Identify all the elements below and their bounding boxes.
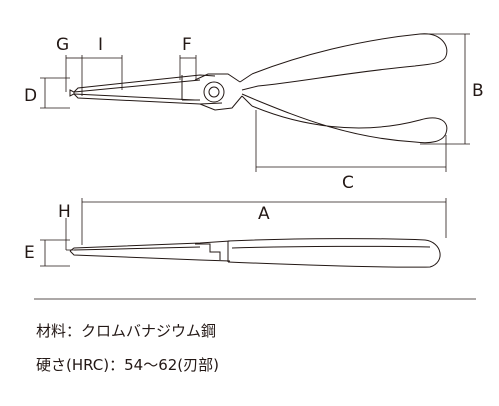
- pliers-side-view: [69, 238, 441, 268]
- label-i: I: [98, 35, 103, 55]
- label-e: E: [24, 243, 35, 263]
- label-a: A: [258, 204, 270, 224]
- hardness-spec: 硬さ(HRC)：54〜62(刃部): [36, 356, 220, 374]
- label-h: H: [58, 202, 71, 222]
- label-f: F: [182, 35, 192, 55]
- label-b: B: [472, 81, 484, 101]
- label-c: C: [342, 173, 354, 193]
- dimension-lines: [34, 33, 476, 300]
- material-spec: 材料：クロムバナジウム鋼: [36, 322, 217, 340]
- label-g: G: [56, 35, 69, 55]
- pliers-top-view: [69, 33, 448, 144]
- label-d: D: [24, 86, 37, 106]
